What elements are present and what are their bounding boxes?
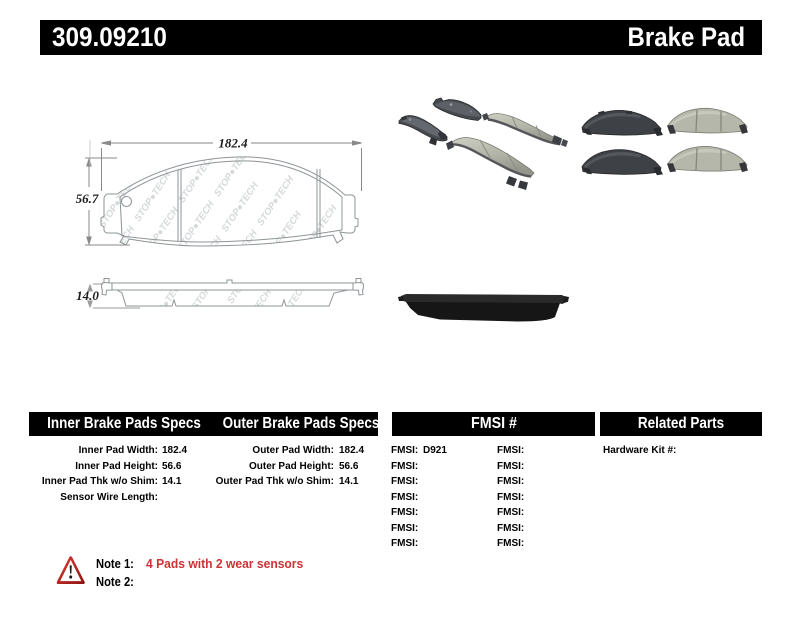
svg-text:56.7: 56.7 xyxy=(76,191,99,206)
svg-text:14.0: 14.0 xyxy=(76,288,99,303)
svg-text:182.4: 182.4 xyxy=(218,136,248,151)
